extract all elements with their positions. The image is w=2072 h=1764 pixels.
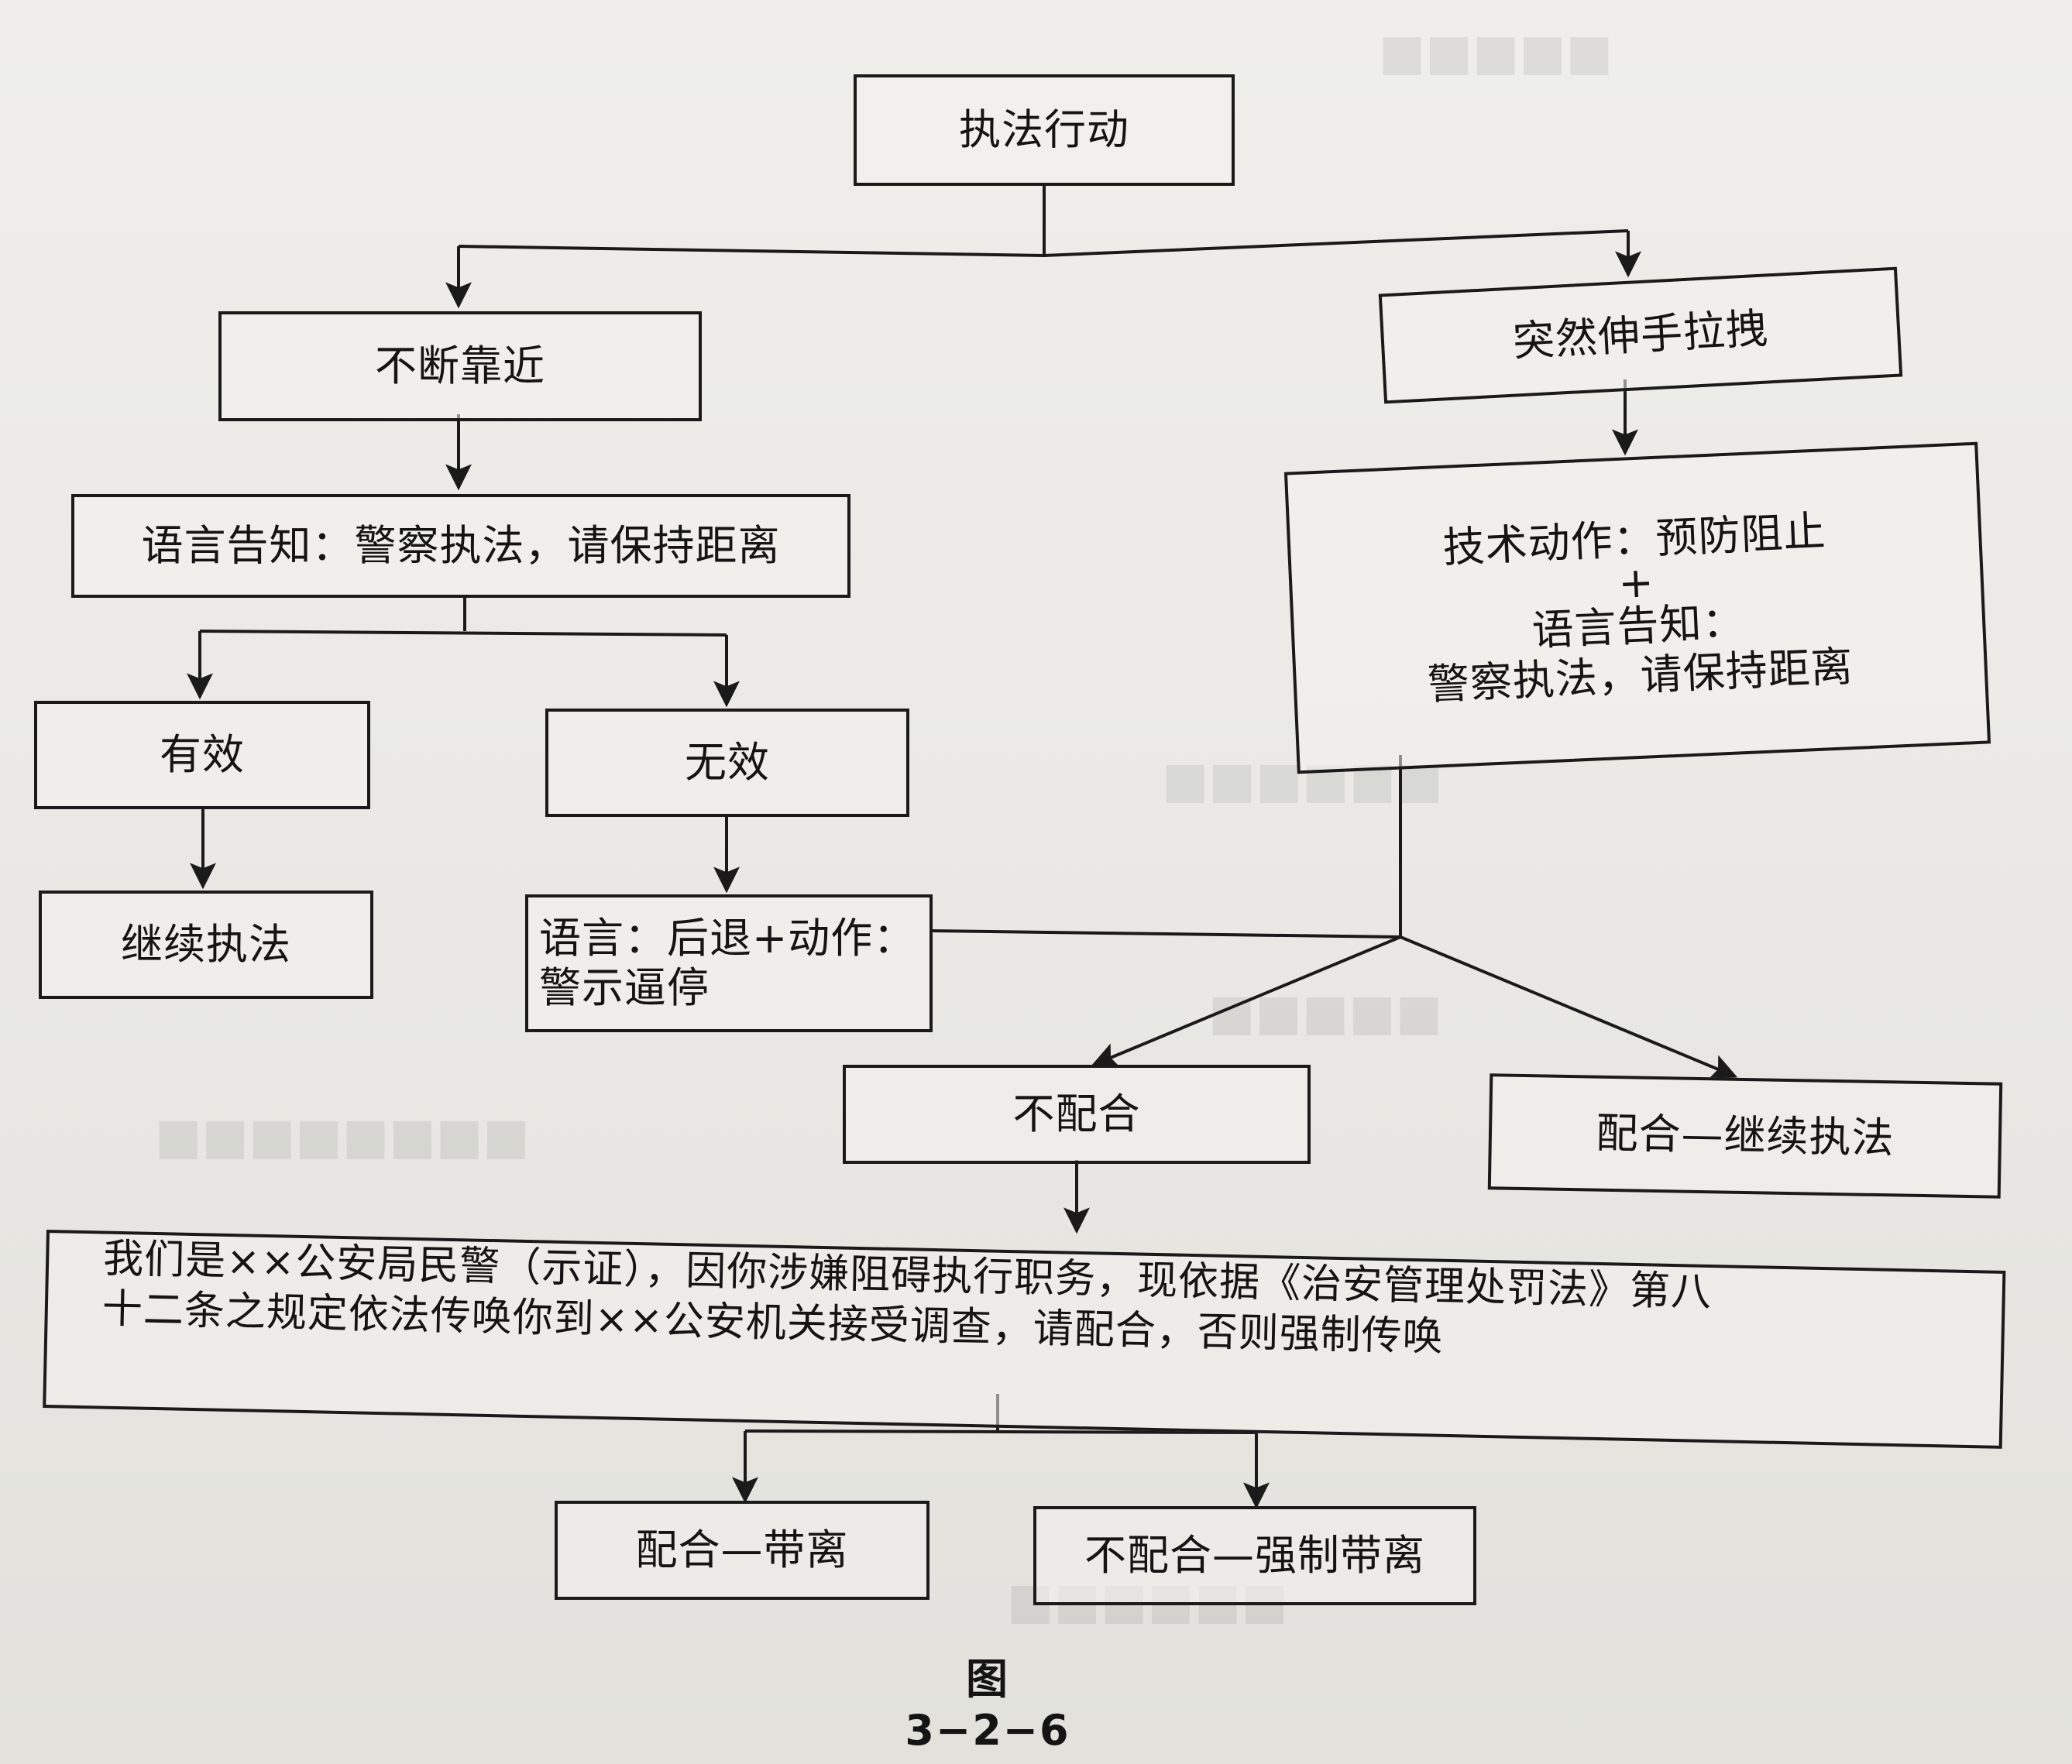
node-forced-leave: 不配合—强制带离 [1033, 1506, 1476, 1605]
node-label: 配合—带离 [635, 1525, 849, 1575]
node-cooperate-leave: 配合—带离 [555, 1501, 929, 1600]
connector-notice-bar [199, 630, 727, 637]
plus-sign: + [1617, 557, 1656, 608]
node-label-line2: 警示逼停 [539, 963, 710, 1012]
node-cooperate-continue: 配合—继续执法 [1487, 1073, 2003, 1199]
node-label: 执法行动 [959, 105, 1129, 155]
node-ineffective: 无效 [545, 709, 909, 817]
node-technique-action: 技术动作：预防阻止 + 语言告知： 警察执法，请保持距离 [1283, 441, 1991, 774]
node-label: 不配合 [1012, 1090, 1141, 1139]
node-continue-enforcement: 继续执法 [39, 891, 373, 999]
node-effective: 有效 [34, 701, 370, 809]
node-label: 无效 [685, 738, 770, 788]
node-enforcement-action: 执法行动 [854, 74, 1235, 186]
node-label: 不断靠近 [375, 341, 545, 391]
node-verbal-notice: 语言告知：警察执法，请保持距离 [71, 494, 850, 598]
node-label-line3: 警察执法，请保持距离 [1426, 642, 1854, 710]
arrow-to-not-cooperate [1091, 935, 1401, 1068]
node-label: 不配合—强制带离 [1084, 1531, 1425, 1580]
arrow-to-cooperate-continue [1400, 935, 1738, 1079]
figure-caption: 图 3−2−6 [905, 1655, 1070, 1755]
node-label-line2: 语言告知： [1531, 597, 1746, 656]
node-label-line1: 语言：后退+动作： [539, 914, 916, 963]
connector-top-bar [458, 229, 1629, 258]
node-not-cooperate: 不配合 [843, 1065, 1311, 1164]
node-verbal-action: 语言：后退+动作： 警示逼停 [525, 894, 933, 1032]
node-label: 突然伸手拉拽 [1511, 304, 1770, 366]
node-label: 有效 [160, 730, 245, 780]
connector-warning-bar [744, 1429, 1257, 1434]
node-label: 继续执法 [121, 920, 291, 970]
node-label: 语言告知：警察执法，请保持距离 [141, 521, 781, 571]
node-label: 配合—继续执法 [1595, 1108, 1895, 1163]
node-keep-approaching: 不断靠近 [218, 311, 702, 421]
connector-action-right [930, 929, 1401, 939]
